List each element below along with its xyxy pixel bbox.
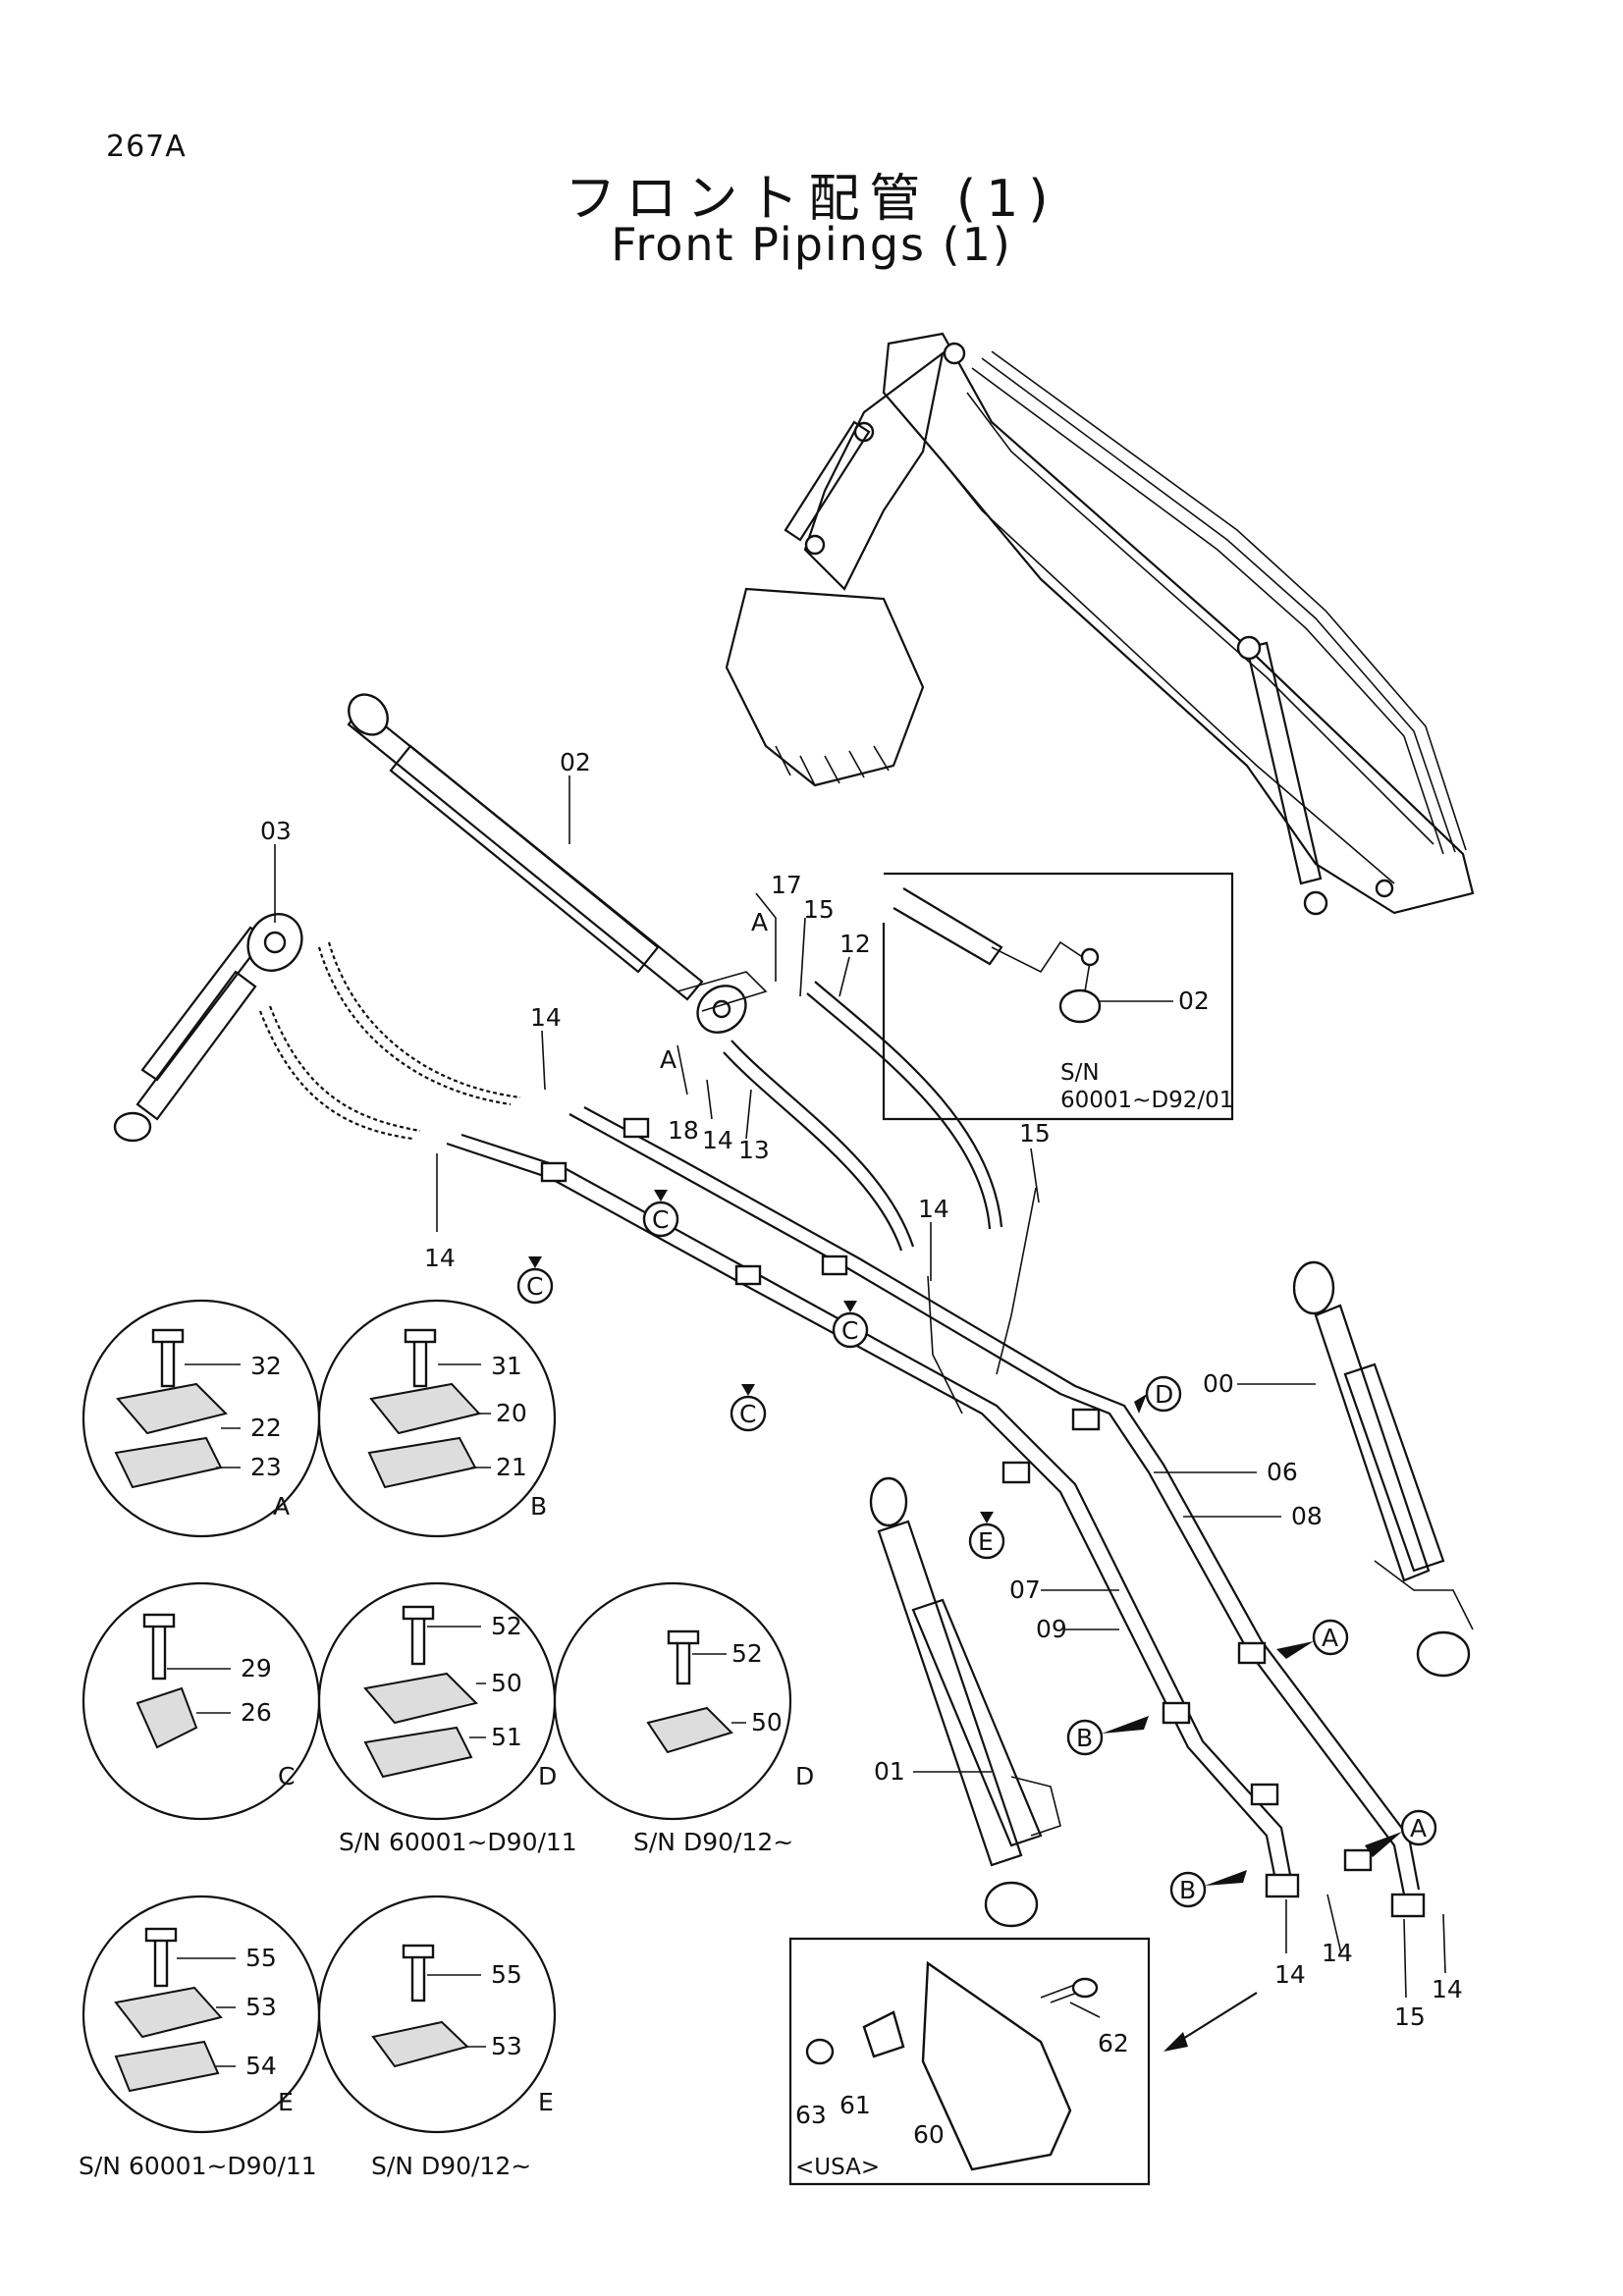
usa-box-label: <USA> — [795, 2155, 880, 2180]
bucket-cylinder-03 — [113, 913, 303, 1143]
label-02: 02 — [560, 748, 591, 776]
boom-arm-overview — [725, 332, 1475, 916]
detail-a-part-3: 23 — [250, 1453, 282, 1481]
page-id: 267A — [106, 130, 187, 164]
callout-circles: C C C C D E A B A B A A — [516, 908, 1437, 1908]
label-06: 06 — [1267, 1458, 1298, 1486]
detail-a-part-1: 32 — [250, 1352, 282, 1380]
callout-b-pipe-2: B — [1179, 1876, 1196, 1904]
detail-b-part-3: 21 — [496, 1453, 527, 1481]
detail-d1-serial: S/N 60001~D90/11 — [339, 1828, 577, 1856]
label-14-c: 14 — [424, 1244, 456, 1272]
detail-e1-part-1: 55 — [245, 1944, 277, 1972]
label-01: 01 — [874, 1757, 905, 1786]
hoses — [258, 941, 1003, 1252]
callout-a-link-1: A — [751, 908, 768, 936]
label-12: 12 — [839, 930, 871, 958]
detail-e2-letter: E — [538, 2088, 554, 2116]
label-07: 07 — [1009, 1575, 1041, 1604]
label-17: 17 — [771, 871, 802, 899]
detail-b-letter: B — [530, 1492, 547, 1521]
callout-c-1: C — [652, 1205, 669, 1234]
callout-a-pipe-2: A — [1410, 1814, 1427, 1842]
usa-guard-box — [788, 1937, 1258, 2186]
callout-c-4: C — [739, 1400, 756, 1428]
detail-d2-letter: D — [795, 1762, 814, 1790]
inset-serial: S/N — [1060, 1060, 1100, 1086]
label-14-a: 14 — [530, 1003, 562, 1032]
detail-e1-part-3: 54 — [245, 2052, 277, 2080]
title-english: Front Pipings (1) — [611, 218, 1012, 271]
label-09: 09 — [1036, 1615, 1067, 1643]
detail-d1-letter: D — [538, 1762, 557, 1790]
detail-a-letter: A — [273, 1492, 290, 1521]
detail-e1-letter: E — [278, 2088, 294, 2116]
detail-e2-serial: S/N D90/12~ — [371, 2152, 531, 2180]
label-60: 60 — [913, 2120, 945, 2149]
detail-d2-serial: S/N D90/12~ — [633, 1828, 793, 1856]
label-15-a: 15 — [803, 895, 835, 924]
clamp-details: 32 22 23 A 31 20 21 B 29 26 C 52 50 51 D… — [79, 1299, 814, 2180]
detail-e2-part-1: 55 — [491, 1960, 522, 1989]
detail-e1-part-2: 53 — [245, 1993, 277, 2021]
detail-b-part-2: 20 — [496, 1399, 527, 1427]
callout-c-2: C — [526, 1272, 543, 1301]
callout-a-pipe-1: A — [1322, 1624, 1338, 1652]
label-15-b: 15 — [1019, 1119, 1051, 1148]
inset-serial-range: 60001~D92/01 — [1060, 1088, 1233, 1113]
label-14-d: 14 — [918, 1195, 949, 1223]
detail-d1-part-1: 52 — [491, 1612, 522, 1640]
detail-e2-part-2: 53 — [491, 2032, 522, 2060]
detail-d1-part-2: 50 — [491, 1669, 522, 1697]
inset-box — [882, 872, 1234, 1121]
part-labels: 02 03 17 15 12 14 18 14 13 14 14 15 02 S… — [260, 748, 1463, 2180]
label-62: 62 — [1098, 2029, 1129, 2057]
callout-d-1: D — [1155, 1380, 1173, 1409]
arm-cylinder-02 — [347, 693, 768, 1034]
detail-c-part-1: 29 — [241, 1654, 272, 1682]
label-03: 03 — [260, 817, 292, 845]
title-japanese: フロント配管 (1) — [565, 170, 1058, 229]
detail-d1-part-3: 51 — [491, 1723, 522, 1751]
label-14-b: 14 — [702, 1126, 733, 1154]
detail-c-part-2: 26 — [241, 1698, 272, 1727]
detail-b-part-1: 31 — [491, 1352, 522, 1380]
label-63: 63 — [795, 2101, 827, 2129]
callout-b-pipe-1: B — [1076, 1724, 1093, 1752]
label-14-e: 14 — [1274, 1960, 1306, 1989]
label-14-g: 14 — [1432, 1975, 1463, 2003]
label-15-c: 15 — [1394, 2002, 1426, 2031]
label-14-f: 14 — [1322, 1939, 1353, 1967]
boom-cylinder-00 — [1292, 1260, 1474, 1678]
callout-e-1: E — [978, 1527, 994, 1556]
steel-pipes — [446, 1106, 1426, 1918]
detail-a-part-2: 22 — [250, 1414, 282, 1442]
boom-cylinder-01 — [869, 1476, 1061, 1928]
detail-e1-serial: S/N 60001~D90/11 — [79, 2152, 317, 2180]
label-02-inset: 02 — [1178, 987, 1210, 1015]
callout-a-link-2: A — [660, 1045, 676, 1074]
detail-d2-part-1: 52 — [731, 1639, 763, 1668]
detail-d2-part-2: 50 — [751, 1708, 783, 1736]
label-13: 13 — [738, 1136, 770, 1164]
label-18: 18 — [668, 1116, 699, 1145]
callout-c-3: C — [841, 1316, 858, 1345]
detail-c-letter: C — [278, 1762, 295, 1790]
label-61: 61 — [839, 2091, 871, 2119]
label-00: 00 — [1203, 1369, 1234, 1398]
label-08: 08 — [1291, 1502, 1323, 1530]
